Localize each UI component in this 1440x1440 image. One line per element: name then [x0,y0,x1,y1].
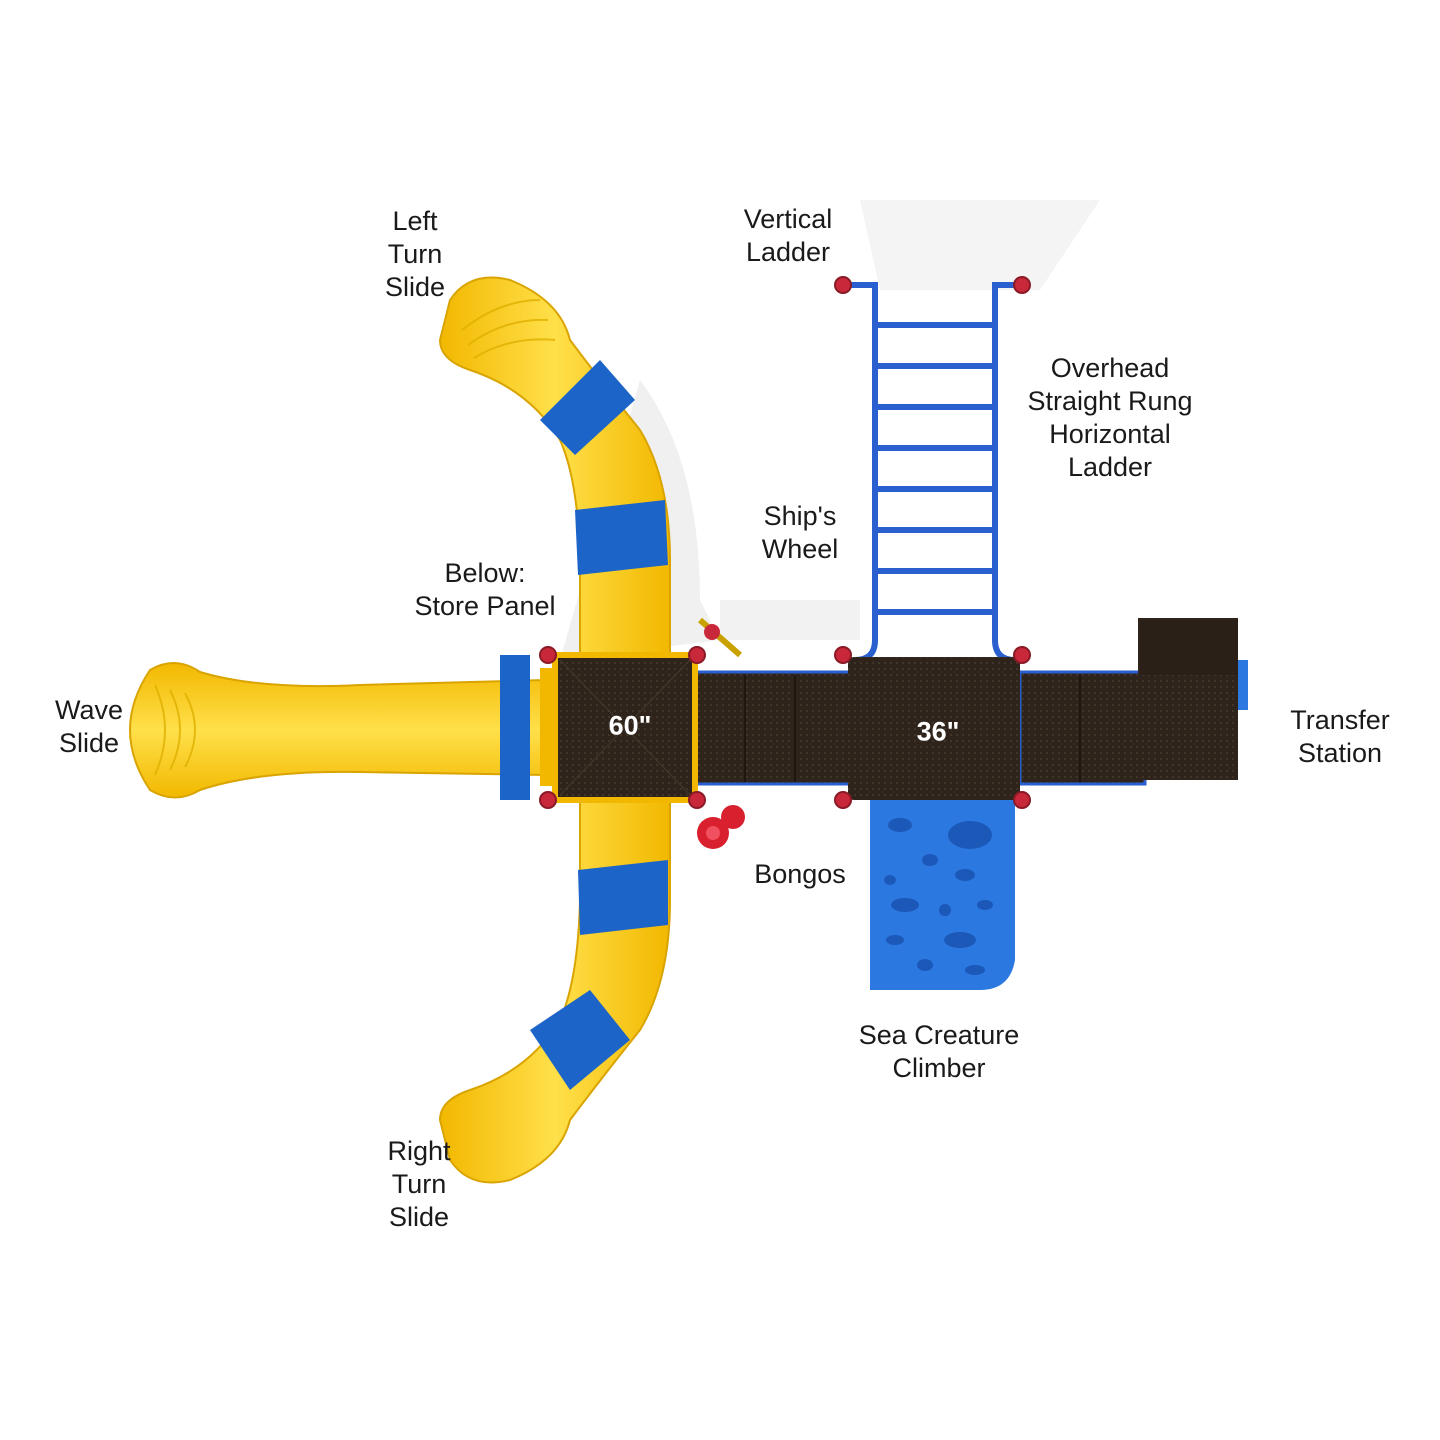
label-overhead-ladder: Overhead Straight Rung Horizontal Ladder [1027,353,1193,482]
label-wave-slide: Wave Slide [54,695,124,758]
label-vertical-ladder: Vertical Ladder [743,204,833,267]
label-bongos: Bongos [754,859,846,889]
deck-height-60: 60" [608,710,652,741]
label-transfer-station: Transfer Station [1290,705,1390,768]
overhead-ladder [840,282,1025,663]
wave-slide [128,655,556,800]
sea-creature-climber [870,800,1015,990]
support-posts [539,276,1031,809]
deck-36 [848,657,1020,800]
label-right-turn-slide: Right Turn Slide [387,1136,451,1232]
label-store-panel: Below: Store Panel [414,558,556,621]
deck-structure [552,618,1248,803]
right-turn-slide [438,799,671,1184]
label-ships-wheel: Ship's Wheel [761,501,839,564]
left-turn-slide [438,276,671,661]
label-left-turn-slide: Left Turn Slide [384,206,446,302]
ships-wheel [698,617,742,658]
label-sea-creature-climber: Sea Creature Climber [858,1020,1020,1083]
bongos [697,805,745,849]
deck-height-36: 36" [916,716,960,747]
